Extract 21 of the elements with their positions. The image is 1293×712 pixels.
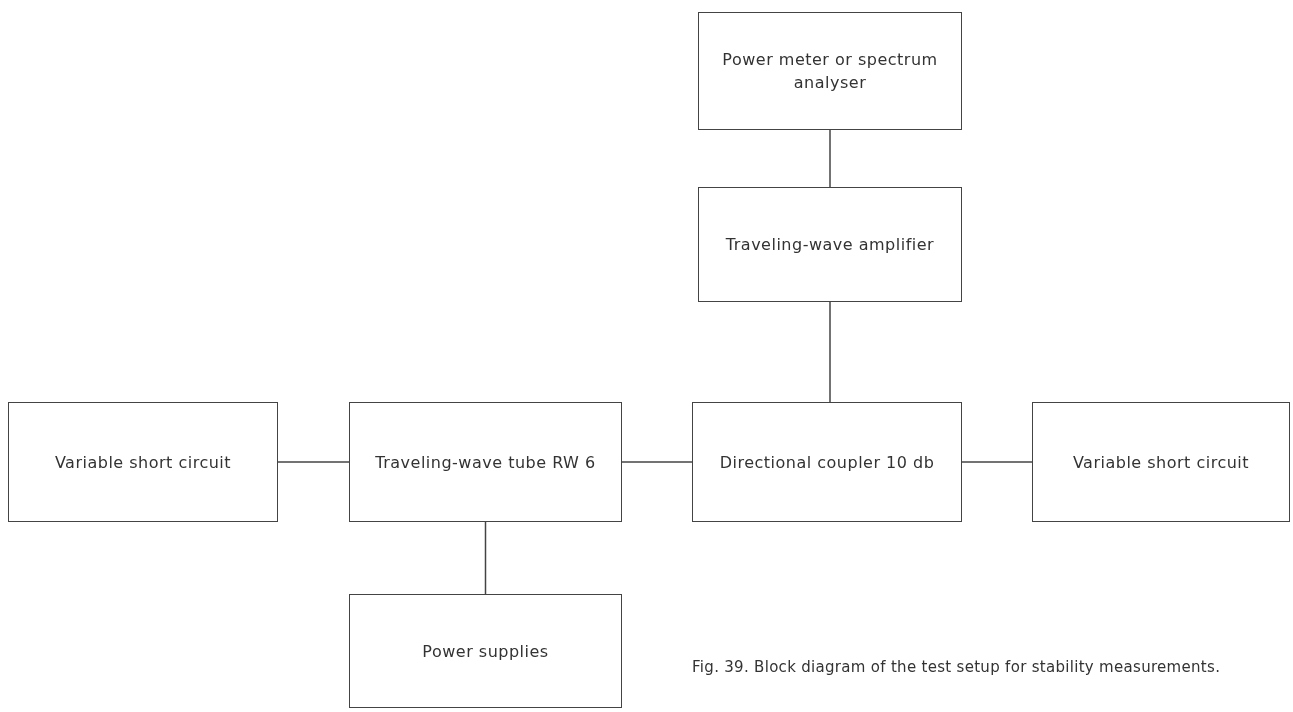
connector-line [277,461,350,463]
connector-line [829,301,831,403]
block-box [349,594,622,708]
connector-line [829,129,831,188]
block-box [1032,402,1290,522]
block-label: Traveling-wave amplifier [724,234,936,256]
block-box [698,187,962,302]
block-box [698,12,962,130]
block-label: Directional coupler 10 db [718,451,936,474]
figure-caption: Fig. 39. Block diagram of the test setup for stability measurements. [692,657,1222,678]
block-box [8,402,278,522]
connector-line [961,461,1033,463]
block-label: Traveling-wave tube RW 6 [374,451,597,474]
block-label: Variable short circuit [53,451,233,474]
connector-line [484,521,487,595]
block-label: Power meter or spectrum analyser [721,49,939,94]
block-label: Variable short circuit [1071,451,1251,474]
block-box [349,402,622,522]
connector-line [621,461,693,463]
block-label: Power supplies [421,640,550,663]
block-box [692,402,962,522]
